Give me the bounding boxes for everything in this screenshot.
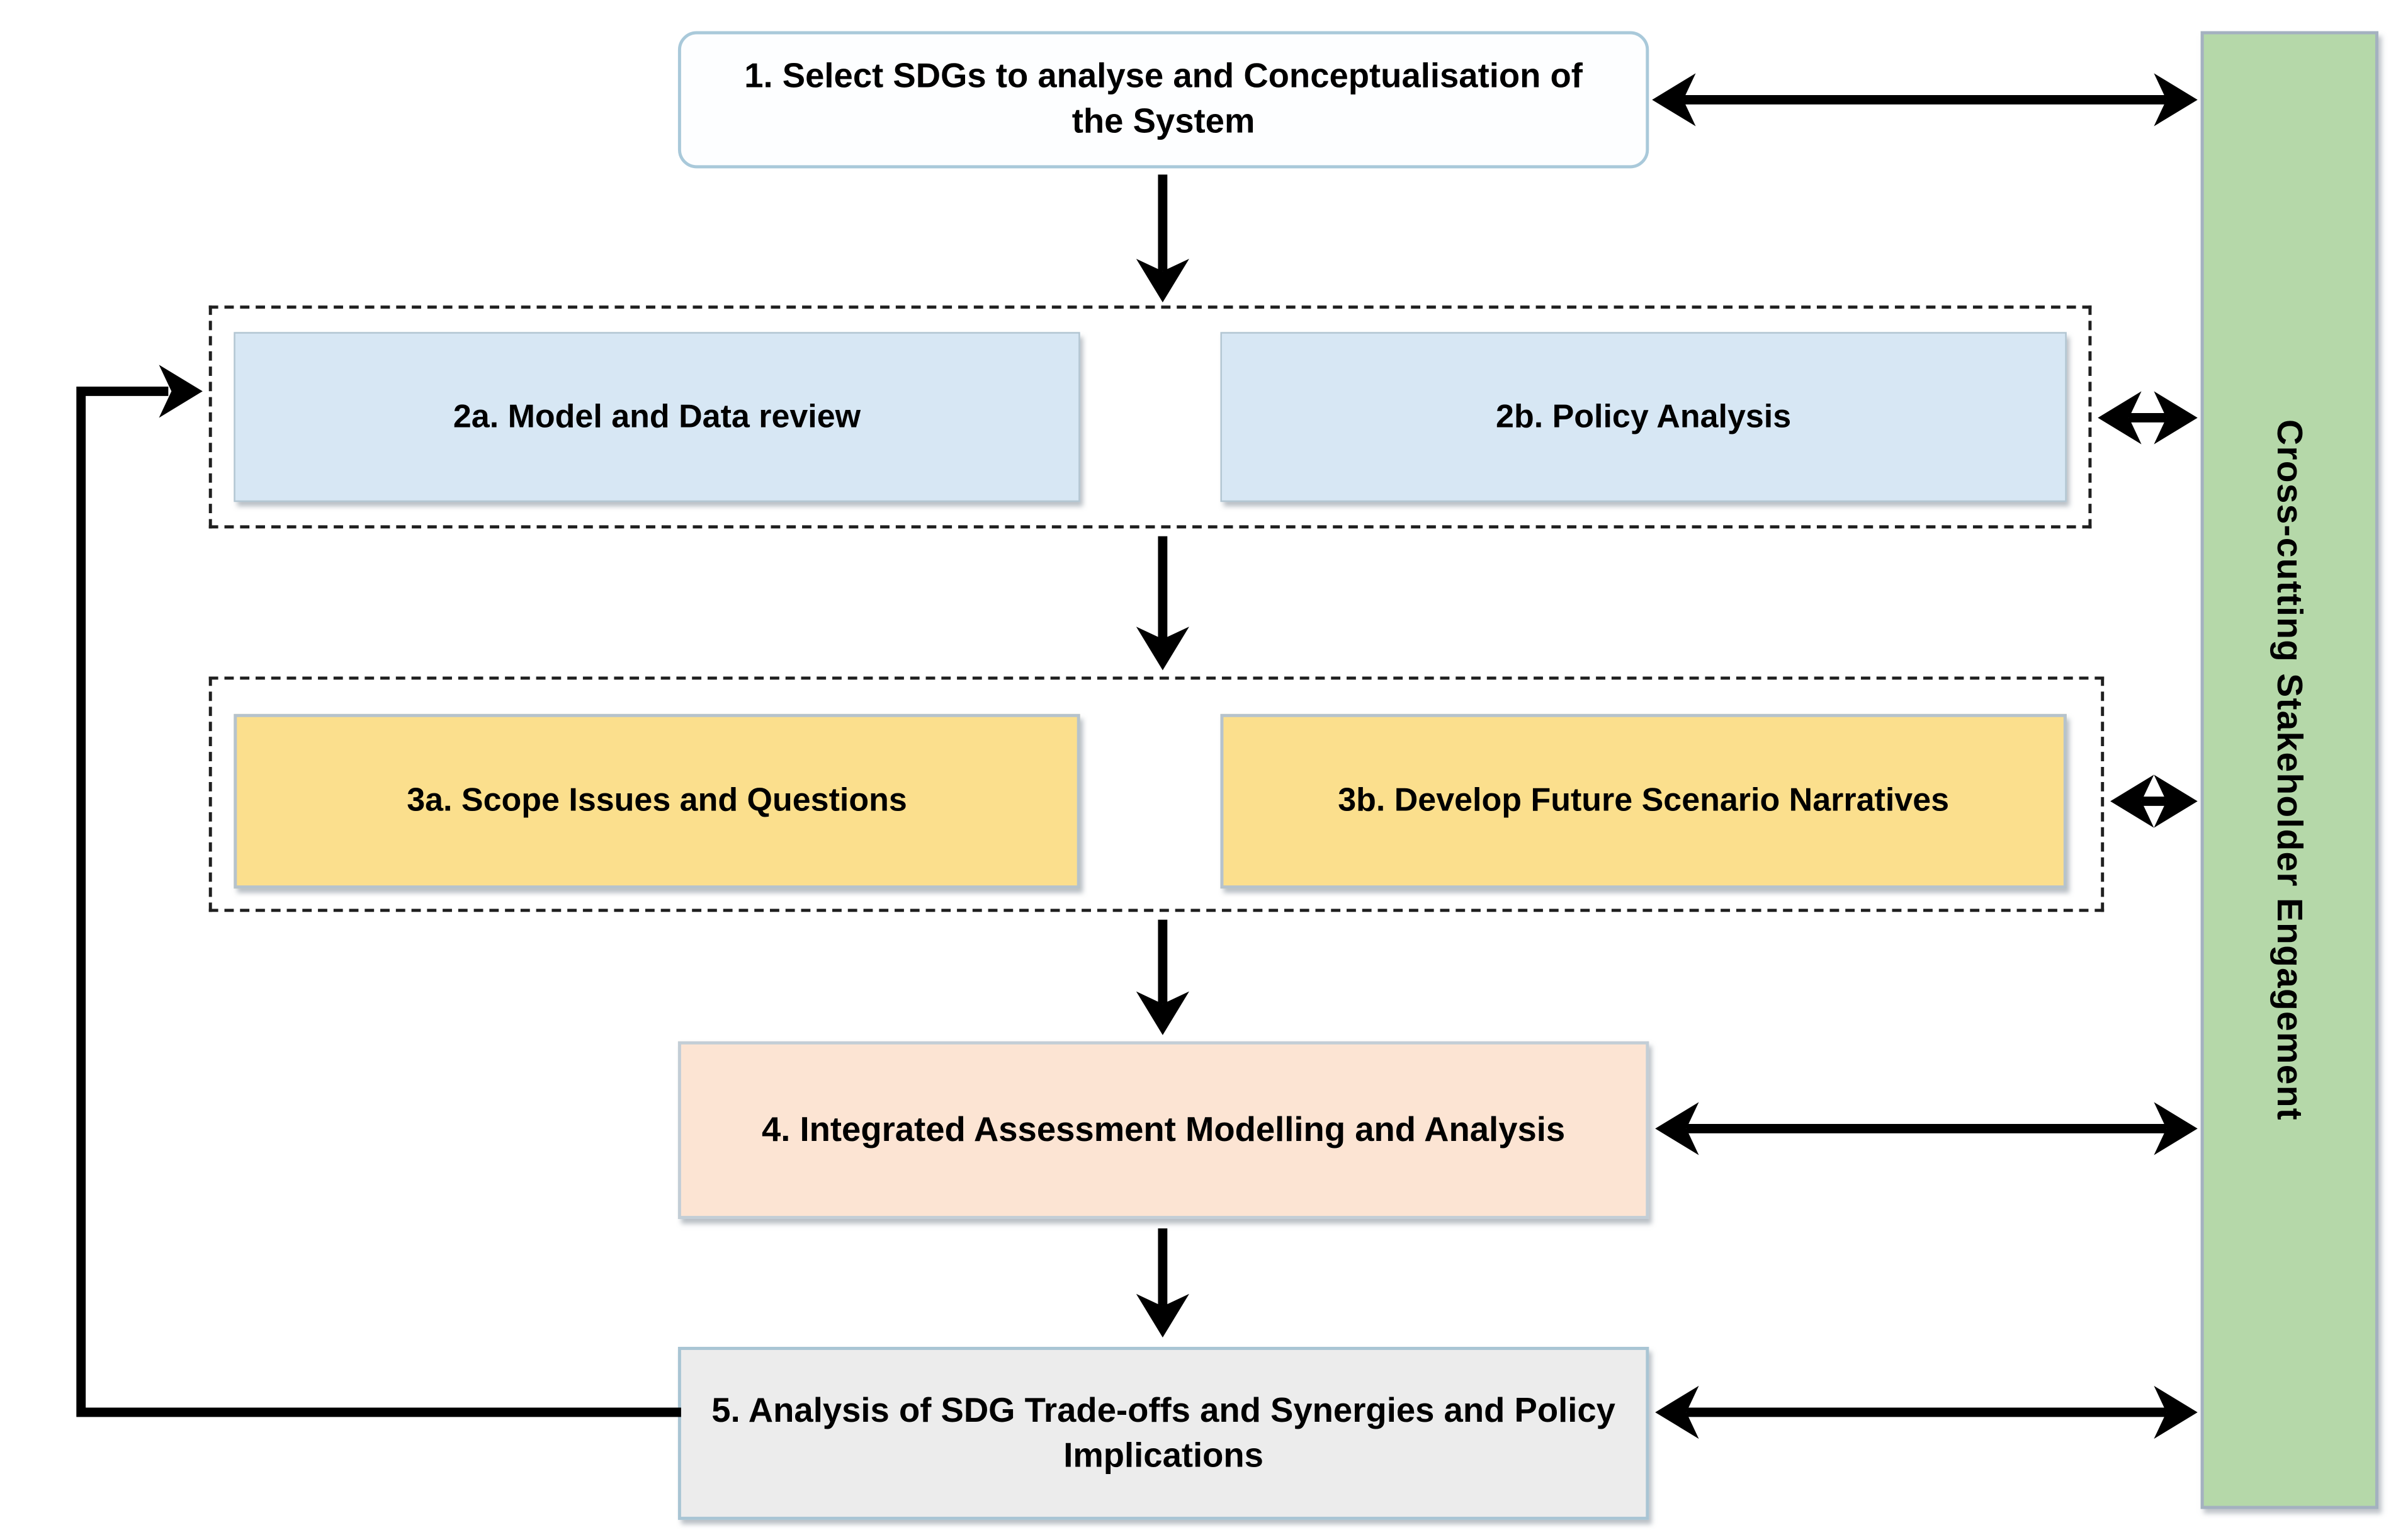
arrow-step5-sidebar [1655, 1385, 2198, 1439]
node-step3b: 3b. Develop Future Scenario Narratives [1220, 713, 2067, 889]
sidebar-stakeholder-engagement-label: Cross-cutting Stakeholder Engagement [2270, 419, 2311, 1121]
node-step2b: 2b. Policy Analysis [1220, 332, 2067, 502]
node-step1: 1. Select SDGs to analyse and Conceptual… [677, 31, 1649, 169]
arrow-step4-sidebar [1655, 1102, 2198, 1155]
arrow-phase2-down [1136, 536, 1189, 671]
arrow-step1-sidebar [1652, 73, 2198, 127]
node-step5-label: 5. Analysis of SDG Trade-offs and Synerg… [711, 1390, 1615, 1474]
arrow-phase2-sidebar [2098, 391, 2198, 445]
arrow-phase3-sidebar [2110, 774, 2198, 828]
node-step5: 5. Analysis of SDG Trade-offs and Synerg… [677, 1347, 1649, 1520]
node-step1-label: 1. Select SDGs to analyse and Conceptual… [744, 57, 1583, 140]
node-step3a: 3a. Scope Issues and Questions [234, 713, 1080, 889]
node-step4-label: 4. Integrated Assessment Modelling and A… [761, 1109, 1566, 1148]
arrow-step1-down [1136, 174, 1189, 303]
node-step4: 4. Integrated Assessment Modelling and A… [677, 1041, 1649, 1219]
arrow-phase3-down [1136, 919, 1189, 1035]
node-step2b-label: 2b. Policy Analysis [1496, 398, 1792, 434]
node-step3b-label: 3b. Develop Future Scenario Narratives [1338, 782, 1950, 819]
arrow-step4-down [1136, 1228, 1189, 1338]
node-step2a-label: 2a. Model and Data review [453, 398, 861, 434]
node-step2a: 2a. Model and Data review [234, 332, 1080, 502]
sidebar-stakeholder-engagement: Cross-cutting Stakeholder Engagement [2200, 31, 2378, 1509]
node-step3a-label: 3a. Scope Issues and Questions [407, 782, 907, 819]
